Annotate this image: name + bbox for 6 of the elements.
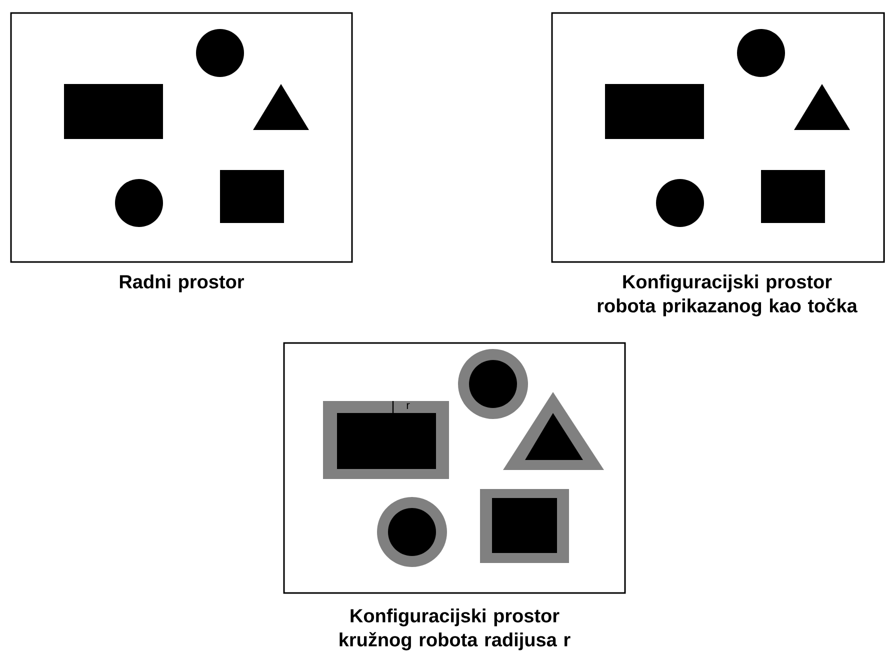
node-label: Radni prostor [120, 274, 244, 292]
workspace-panel: Konfiguracijski prostor robota prikazanog kao točka [551, 12, 885, 316]
node-label: Konfiguracijski prostor robota prikazanog kao točka [598, 274, 858, 316]
radius-label: r [406, 403, 410, 409]
workspace-panel: Radni prostor [10, 12, 353, 292]
node-label: Konfiguracijski prostor kružnog robota radijusa r [340, 608, 570, 650]
